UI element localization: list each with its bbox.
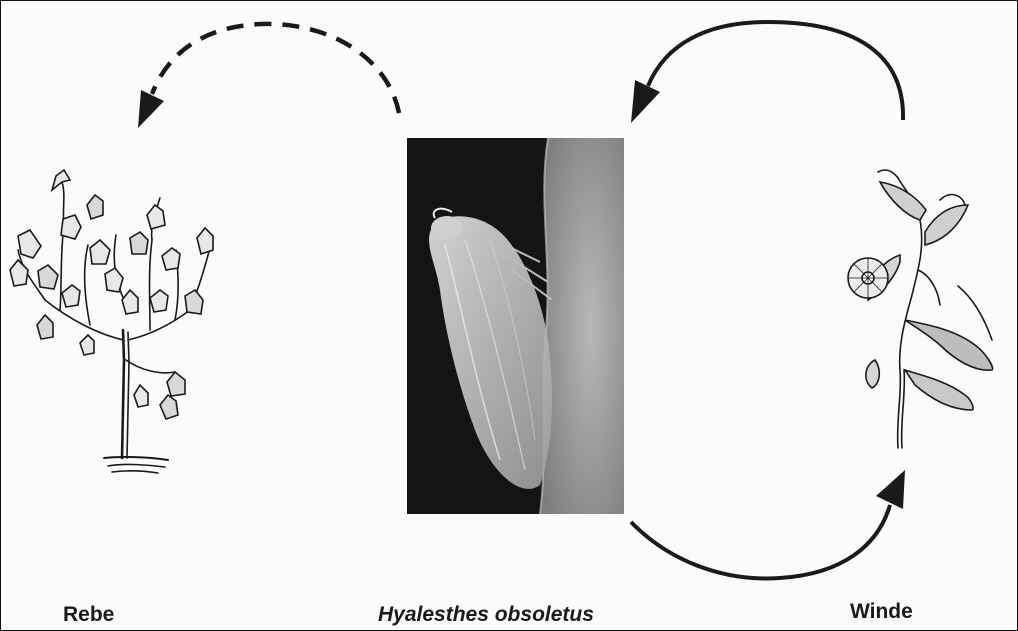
dashed-arrow-insect-to-vine xyxy=(138,24,399,128)
solid-arrow-bindweed-to-insect xyxy=(631,22,903,123)
solid-arrow-insect-to-bindweed xyxy=(631,470,905,578)
vine-label: Rebe xyxy=(63,603,114,627)
grapevine-drawing xyxy=(10,170,213,473)
bindweed-drawing xyxy=(848,170,993,448)
arrowhead-icon xyxy=(138,90,164,128)
arrowhead-icon xyxy=(631,80,660,123)
planthopper-photo xyxy=(407,138,624,514)
arrowhead-icon xyxy=(876,470,905,509)
bindweed-label: Winde xyxy=(850,600,913,624)
insect-species-label: Hyalesthes obsoletus xyxy=(378,603,594,627)
